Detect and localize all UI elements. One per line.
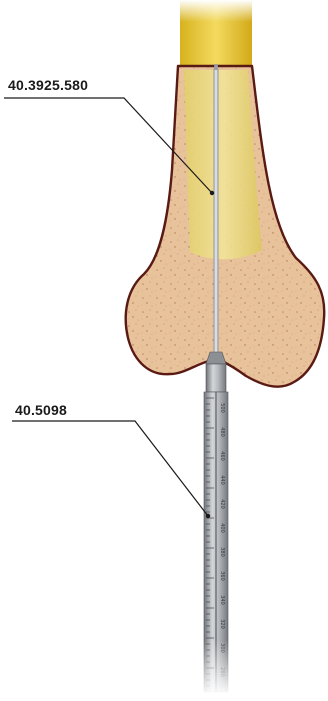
scale-mark-label: 420 — [219, 499, 225, 509]
scale-mark-label: 500 — [219, 403, 225, 413]
femur-shaft — [178, 0, 254, 70]
scale-mark-label: 380 — [219, 547, 225, 557]
callout-measuring-device-label: 40.5098 — [15, 402, 67, 418]
scale-mark-label: 460 — [219, 451, 225, 461]
leader-dot-measuring-device — [206, 514, 210, 518]
callout-guide-wire-label: 40.3925.580 — [8, 77, 88, 93]
leader-dot-guide-wire — [210, 191, 214, 195]
scale-mark-label: 440 — [219, 475, 225, 485]
scale-mark-label: 320 — [219, 619, 225, 629]
scale-mark-label: 360 — [219, 571, 225, 581]
guide-wire — [214, 64, 219, 362]
scale-mark-label: 340 — [219, 595, 225, 605]
scale-mark-label: 400 — [219, 523, 225, 533]
leader-line-measuring-device — [12, 421, 208, 516]
scale-mark-label: 480 — [219, 427, 225, 437]
